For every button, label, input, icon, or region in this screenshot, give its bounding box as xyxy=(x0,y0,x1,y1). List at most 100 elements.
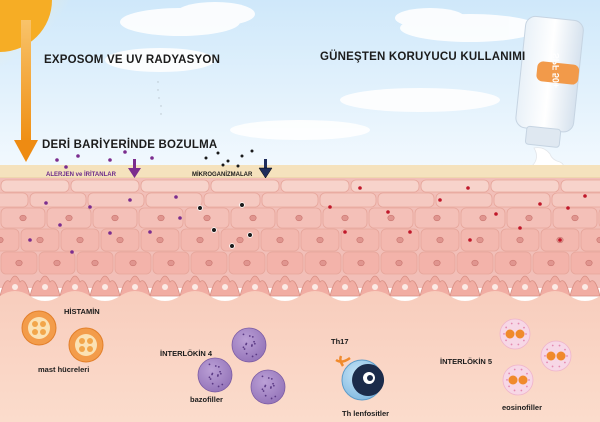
basophil-granule xyxy=(253,340,255,343)
basal-cell-nucleus xyxy=(222,284,228,290)
cell-nucleus xyxy=(243,259,251,267)
eosinophil-body xyxy=(499,318,531,350)
eosinophil-granule xyxy=(546,348,549,351)
eosinophil-nucleus xyxy=(505,329,515,339)
cell-nucleus xyxy=(196,236,204,244)
eosinophil-granule xyxy=(528,379,530,381)
basal-cell-nucleus xyxy=(12,284,18,290)
eosinophil-granule xyxy=(558,365,561,368)
eosinophil-granule xyxy=(525,385,528,388)
cell-nucleus xyxy=(0,236,4,244)
cell-nucleus xyxy=(116,236,124,244)
allergen-particle xyxy=(55,158,59,162)
keratinocyte xyxy=(551,192,600,208)
eosinophil xyxy=(540,340,572,372)
allergen-particle xyxy=(108,158,112,162)
basophil-granule xyxy=(261,388,264,391)
basophil-granule xyxy=(261,375,264,378)
cell-nucleus xyxy=(236,236,244,244)
eosinophil xyxy=(502,364,534,396)
keratinocyte xyxy=(210,179,280,193)
cell-nucleus xyxy=(479,214,487,222)
eosinophil-granule xyxy=(517,343,520,346)
microorganism-particle xyxy=(236,164,240,168)
cell-nucleus xyxy=(156,236,164,244)
eosinophil-nucleus xyxy=(508,375,518,385)
basophil-granule xyxy=(221,383,224,386)
microorganism-particle xyxy=(250,149,254,153)
inflammation-dot xyxy=(468,238,472,242)
cell-nucleus xyxy=(203,214,211,222)
basal-cell-nucleus xyxy=(132,284,138,290)
cell-nucleus xyxy=(19,214,27,222)
eosinophil-granule xyxy=(520,368,523,371)
basophil-granule xyxy=(264,384,267,387)
keratinocyte xyxy=(0,228,20,252)
eosinophil-granule xyxy=(513,368,516,371)
keratinocyte xyxy=(490,179,560,193)
microorganism-particle xyxy=(229,243,235,249)
inflammation-dot xyxy=(358,186,362,190)
cell-nucleus xyxy=(525,214,533,222)
cell-nucleus xyxy=(319,259,327,267)
basophil-granule xyxy=(248,335,251,337)
basophil xyxy=(250,369,286,405)
keratinocyte xyxy=(493,192,551,208)
basophil-granule xyxy=(242,346,245,349)
basophil-body xyxy=(231,327,267,363)
cell-nucleus xyxy=(547,259,555,267)
eosinophil-nucleus xyxy=(518,375,528,385)
basophil-granule xyxy=(219,372,222,375)
uv-arrow xyxy=(14,20,38,162)
eosinophil-granule xyxy=(508,372,511,375)
microorganism-arrow xyxy=(258,159,273,179)
basophil xyxy=(197,357,233,393)
microorganisms-label: MİKROGANİZMALAR xyxy=(192,172,253,178)
eosinophil-granule xyxy=(566,355,568,357)
basophil-granule xyxy=(250,345,253,347)
basal-cell-nucleus xyxy=(522,284,528,290)
allergen-particle xyxy=(150,156,154,160)
inflammation-dot xyxy=(518,226,522,230)
inflammation-dot xyxy=(408,230,412,234)
basal-cell-nucleus xyxy=(162,284,168,290)
mast-cells-label: mast hücreleri xyxy=(38,365,90,374)
basal-cell-nucleus xyxy=(102,284,108,290)
keratinocyte-layers xyxy=(0,179,600,275)
barrier-damage-label: DERİ BARİYERİNDE BOZULMA xyxy=(42,139,218,151)
basophil-granule xyxy=(272,382,274,385)
eosinophil-granule xyxy=(551,365,554,368)
basophil-granule xyxy=(219,370,221,373)
spf-label: SPF 50+ xyxy=(551,52,562,89)
basophil-body xyxy=(250,369,286,405)
eosinophil-granule xyxy=(505,326,508,329)
keratinocyte xyxy=(435,192,493,208)
cell-nucleus xyxy=(53,259,61,267)
cell-nucleus xyxy=(281,259,289,267)
microorganism-particle xyxy=(216,151,220,155)
basophil-granule xyxy=(211,372,214,375)
cell-nucleus xyxy=(387,214,395,222)
basophil-granule xyxy=(255,353,258,356)
eosinophil-granule xyxy=(546,361,548,364)
basal-cell-nucleus xyxy=(342,284,348,290)
microorganism-particle xyxy=(239,202,245,208)
basophil-granule xyxy=(208,363,211,366)
cell-nucleus xyxy=(76,236,84,244)
eosinophil-granule xyxy=(520,389,523,392)
exposome-label: EXPOSOM VE UV RADYASYON xyxy=(44,54,221,66)
keratinocyte xyxy=(70,179,140,193)
basophil-granule xyxy=(216,375,219,377)
cell-nucleus xyxy=(516,236,524,244)
allergen-particle xyxy=(108,231,112,235)
interleukin-4-label: İNTERLÖKİN 4 xyxy=(160,349,213,358)
eosinophil-granule xyxy=(544,355,546,357)
eosinophil-granule xyxy=(503,333,505,335)
basophil-body xyxy=(197,357,233,393)
cell-nucleus xyxy=(395,259,403,267)
keratinocyte xyxy=(0,192,29,208)
th17-label: Th17 xyxy=(331,337,349,346)
interleukin-5-label: İNTERLÖKİN 5 xyxy=(440,357,493,366)
